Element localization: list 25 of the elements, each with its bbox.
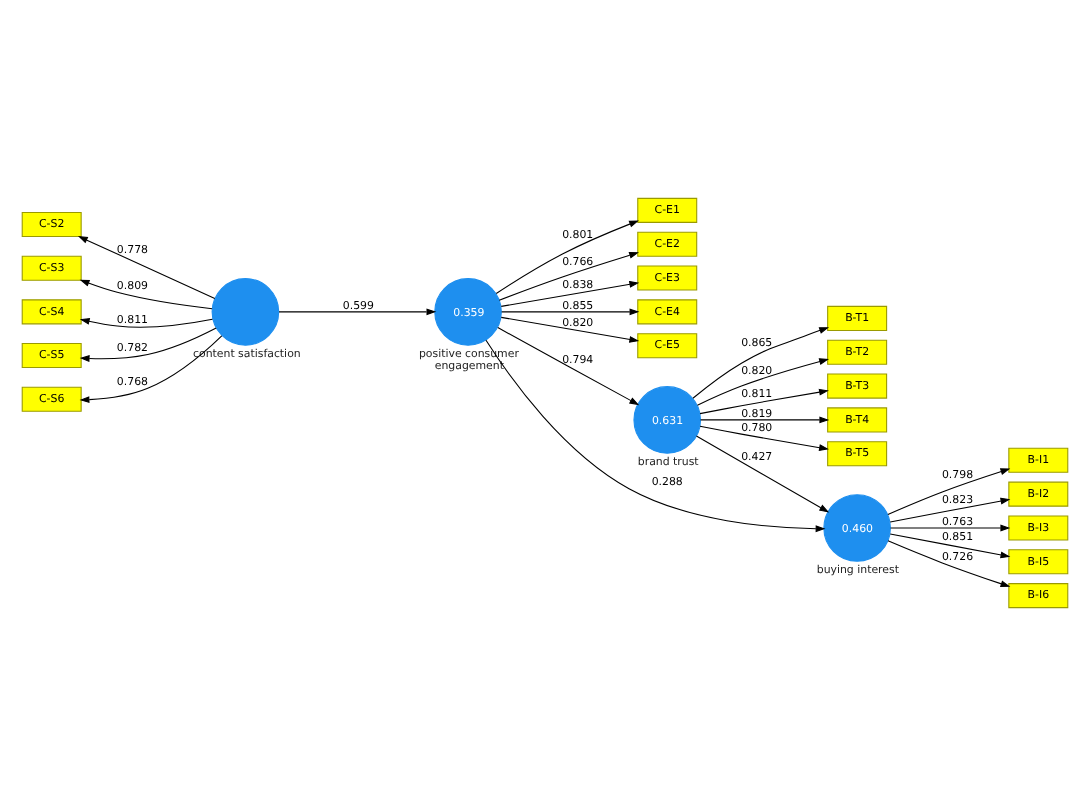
arrow — [79, 318, 213, 328]
arrow — [889, 533, 1011, 559]
arrow — [497, 327, 640, 406]
arrow — [890, 524, 1011, 532]
arrow — [500, 316, 640, 343]
node-circle — [211, 278, 280, 346]
arrow — [500, 280, 640, 307]
arrow — [79, 335, 223, 404]
arrow — [79, 279, 213, 310]
arrow — [501, 308, 640, 316]
arrow — [887, 540, 1011, 587]
arrow — [700, 416, 830, 424]
arrow — [495, 220, 639, 295]
arrow — [278, 308, 437, 316]
arrow — [887, 468, 1011, 516]
arrow — [498, 251, 639, 301]
arrow — [699, 388, 829, 415]
arrow — [485, 339, 826, 533]
arrow — [79, 327, 217, 362]
arrow — [695, 435, 830, 513]
arrow — [696, 358, 829, 406]
arrow — [889, 497, 1011, 523]
arrow — [699, 425, 829, 452]
arrow — [77, 236, 216, 299]
arrow — [692, 327, 830, 399]
